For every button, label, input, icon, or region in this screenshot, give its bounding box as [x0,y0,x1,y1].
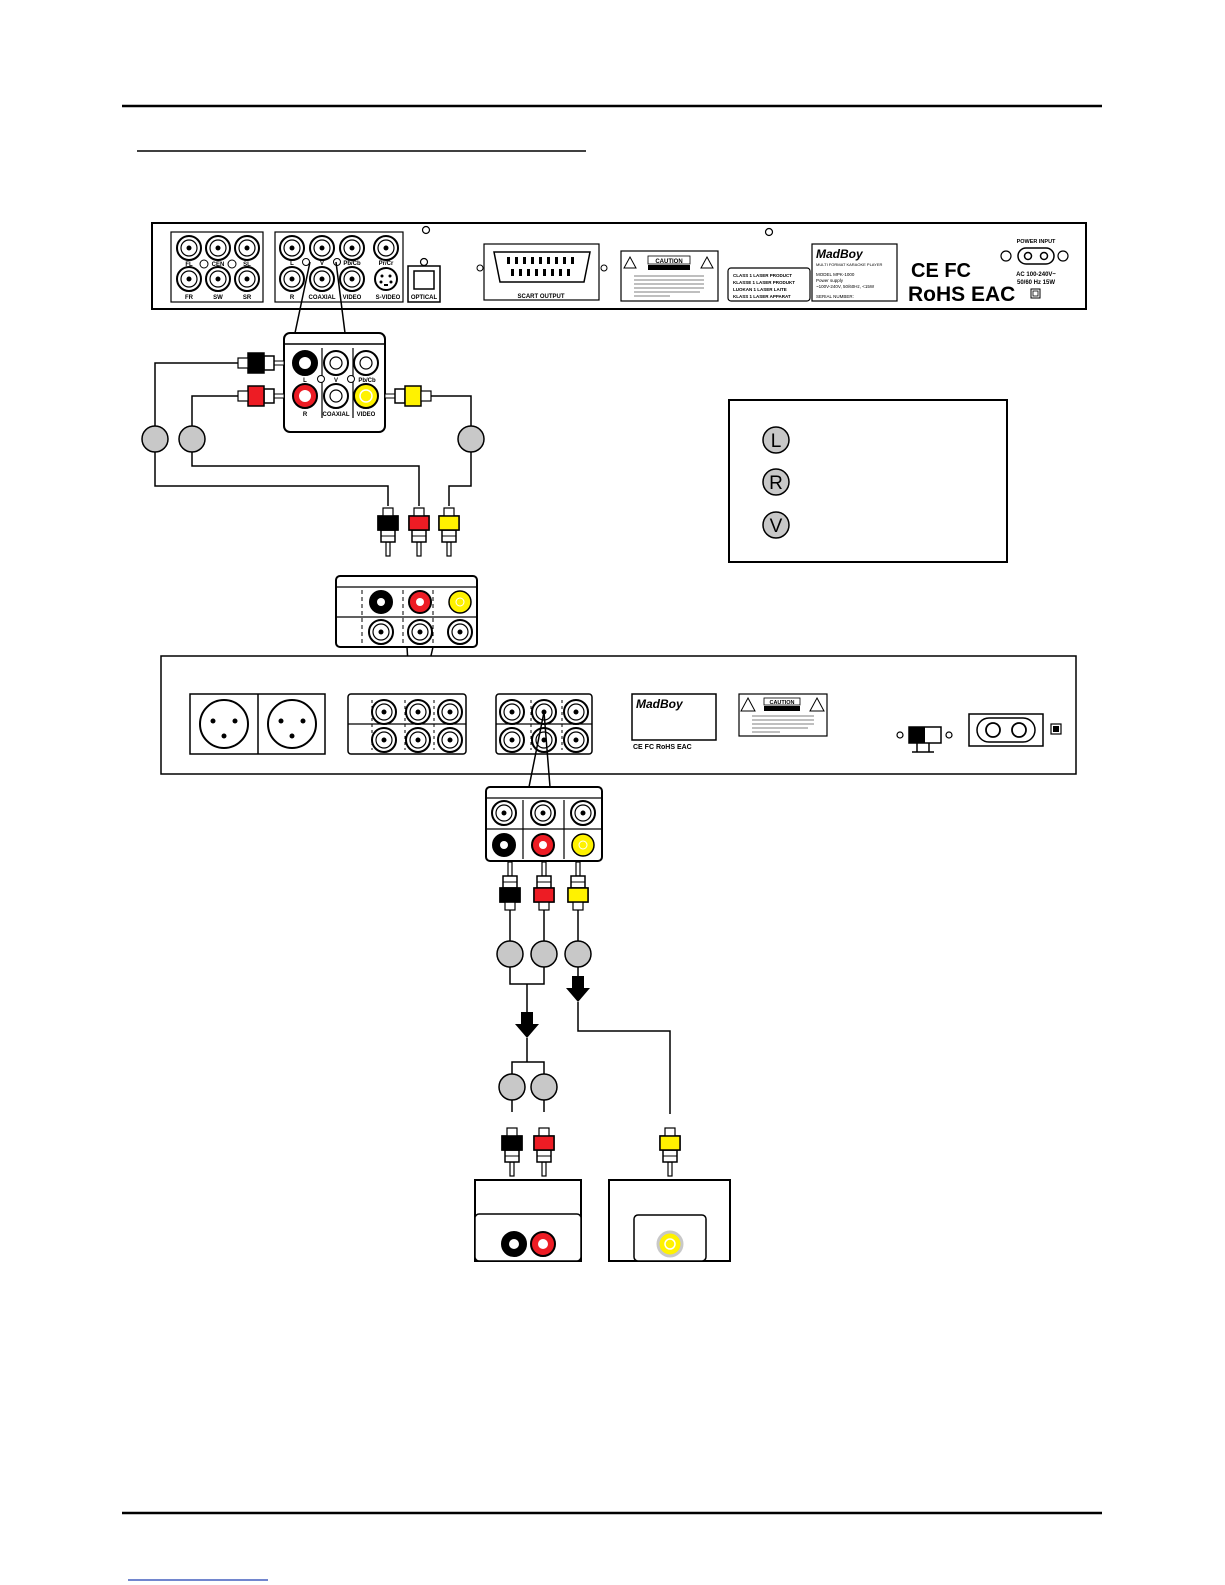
amp-caution: CAUTION [769,700,794,706]
cable-marker-v [457,425,485,453]
label-svideo: S-VIDEO [376,295,401,301]
plug-red-down-2 [533,1127,555,1177]
player-rear-panel: FL CEN SL FR SW SR L V Pb/Cb Pr/Cr R COA… [151,222,1087,310]
label-fr: FR [185,295,194,301]
amplifier-rear-panel: MadBoy CE FC RoHS EAC CAUTION [160,655,1077,775]
arrow-down-audio [515,1012,539,1038]
label-fl: FL [185,262,193,268]
label-sr: SR [243,295,252,301]
detail-label-video: VIDEO [357,412,376,418]
detail-label-pbcb: Pb/Cb [358,378,376,384]
cable-marker-r-2 [530,940,558,968]
plug-yellow-down [438,507,460,557]
cable-marker-r [178,425,206,453]
amp-output-detail [485,786,603,862]
label-coaxial: COAXIAL [309,295,336,301]
plug-yellow-up-1 [567,861,589,911]
label-sw: SW [213,295,223,301]
power-rating-2: 50/60 Hz 15W [1017,280,1055,286]
plug-black-down-2 [501,1127,523,1177]
model-line-4: ~100V-240V, 50/60Hz, <15W [816,284,875,289]
label-v: V [320,261,324,267]
amp-certs: CE FC RoHS EAC [633,744,692,751]
laser-line-2: KLASSE 1 LASER PRODUKT [733,280,795,285]
label-scart: SCART OUTPUT [518,294,565,300]
label-l: L [290,261,294,267]
cable-marker-l-3 [498,1073,526,1101]
cert-rohs-eac: RoHS EAC [908,283,1015,306]
model-line-5: SERIAL NUMBER: [816,294,854,299]
label-r: R [290,295,295,301]
model-line-3: Power supply [816,278,844,283]
plug-black-up-1 [499,861,521,911]
video-device [608,1179,731,1262]
plug-yellow-horizontal [384,385,432,407]
plug-red-horizontal [237,385,285,407]
laser-line-4: KLASS 1 LASER APPARAT [733,294,791,299]
amp-input-detail [335,575,478,648]
plug-red-down [408,507,430,557]
label-pbcb: Pb/Cb [343,261,361,267]
cable-marker-l-2 [496,940,524,968]
amp-brand-logo: MadBoy [636,697,684,711]
plug-black-horizontal [237,352,285,374]
cert-ce-fc: CE FC [911,260,971,282]
label-sl: SL [243,262,251,268]
legend-marker-v: V [770,516,783,537]
cable-marker-l [141,425,169,453]
laser-line-1: CLASS 1 LASER PRODUCT [733,273,792,278]
brand-logo: MadBoy [816,247,864,261]
label-prcr: Pr/Cr [379,261,394,267]
arrow-down-video [566,976,590,1002]
audio-device [474,1179,582,1262]
label-caution: CAUTION [655,259,682,265]
label-cen: CEN [212,262,225,268]
plug-red-up-1 [533,861,555,911]
laser-line-3: LUOKAN 1 LASER LAITE [733,287,787,292]
legend-marker-r: R [769,473,783,494]
plug-black-down [377,507,399,557]
label-video: VIDEO [343,295,362,301]
label-optical: OPTICAL [411,295,438,301]
cables-top [154,362,472,506]
detail-label-v: V [334,378,338,384]
plug-yellow-down-2 [659,1127,681,1177]
power-rating-1: AC 100-240V~ [1016,272,1056,278]
model-line-2: MODEL MPK-1000 [816,272,855,277]
output-detail-panel: L V Pb/Cb R COAXIAL VIDEO [283,332,386,433]
legend-box: L R V [728,399,1008,563]
model-line-1: MULTI FORMAT KARAOKE PLAYER [816,262,882,267]
detail-label-coaxial: COAXIAL [323,412,350,418]
detail-label-l: L [303,378,307,384]
legend-marker-l: L [771,431,782,452]
detail-label-r: R [303,412,308,418]
cable-marker-r-3 [530,1073,558,1101]
label-power-input: POWER INPUT [1017,239,1056,245]
cable-marker-v-2 [564,940,592,968]
